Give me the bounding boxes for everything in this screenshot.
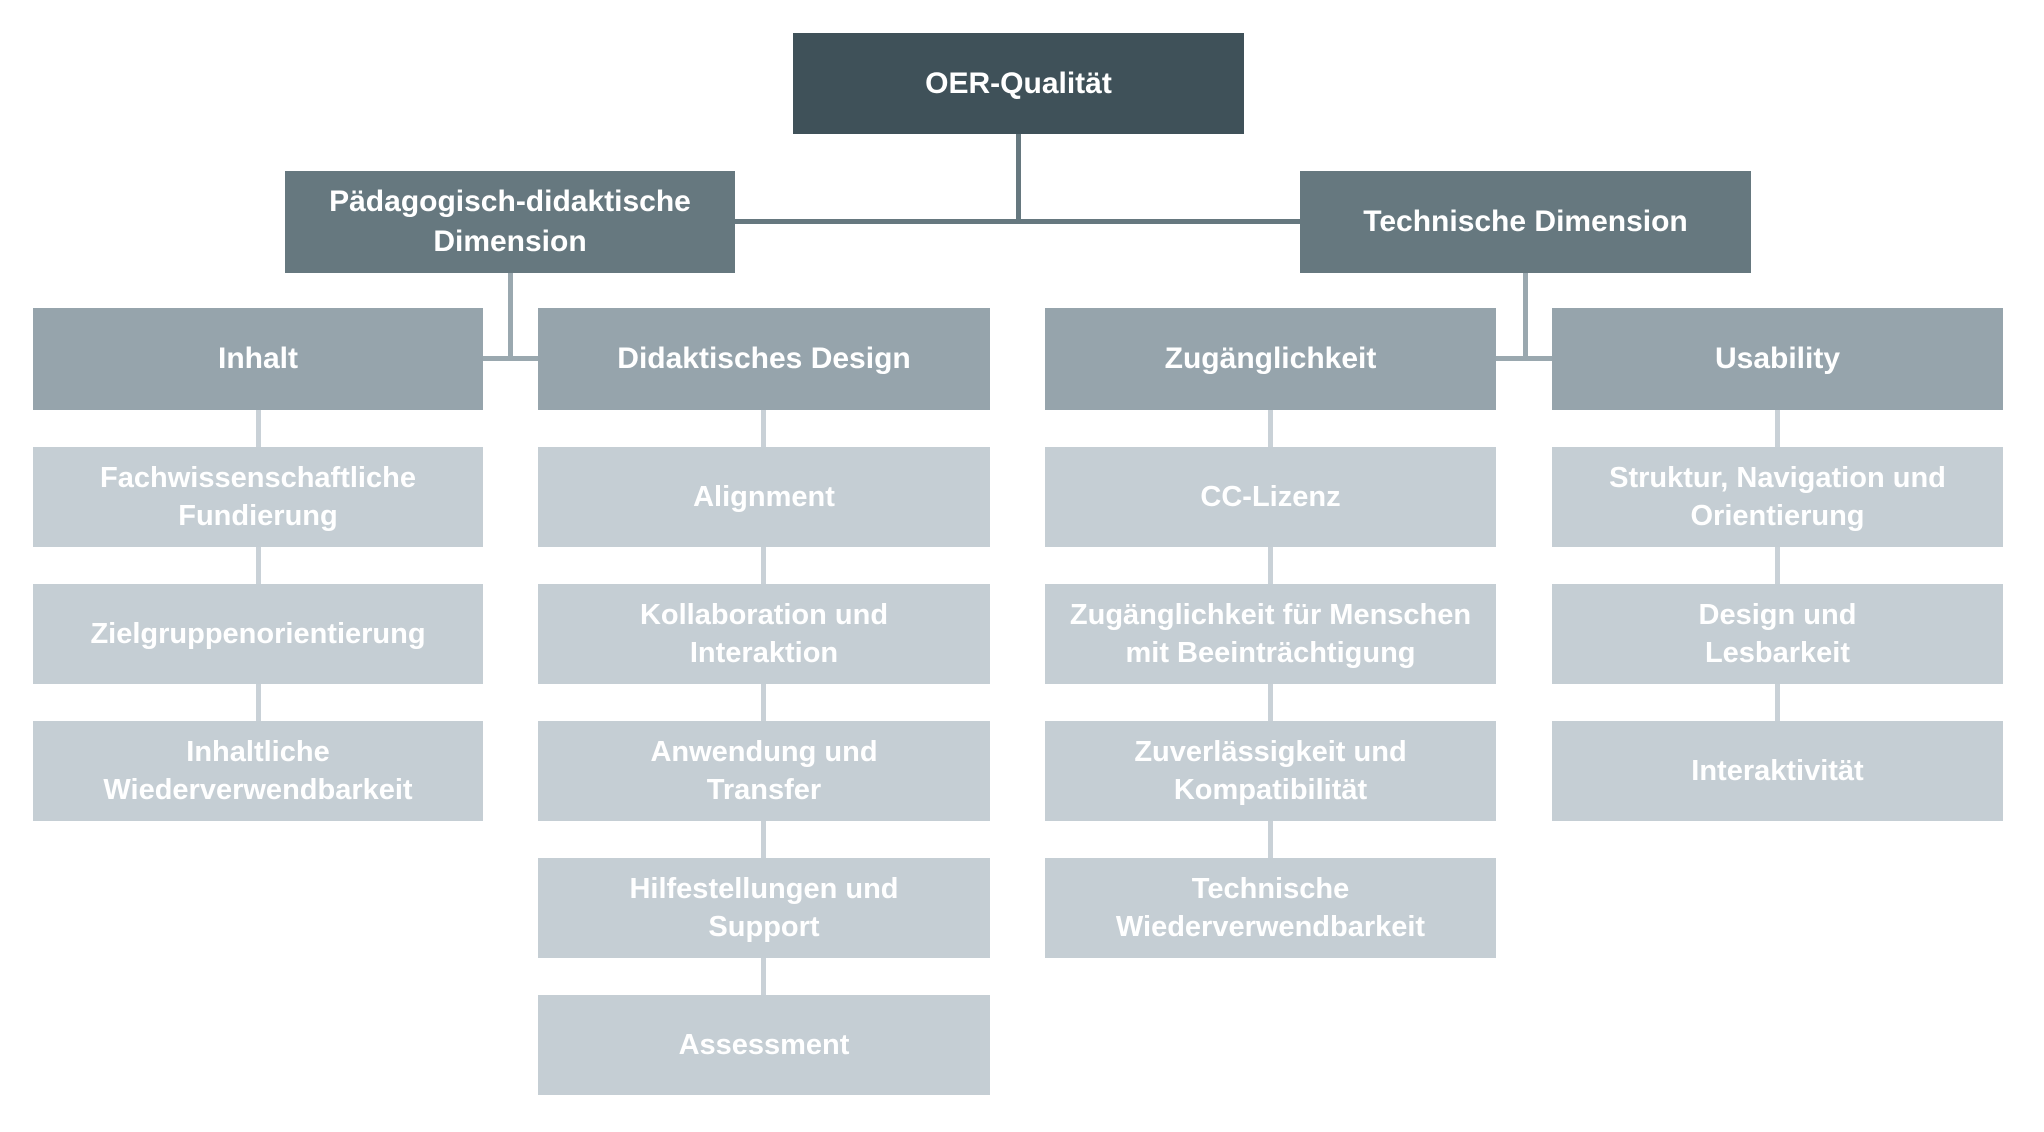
connector-col1-seg3 — [256, 684, 261, 721]
node-item-zielgruppenorientierung: Zielgruppenorientierung — [33, 584, 483, 684]
node-root-oer-qualitaet: OER-Qualität — [793, 33, 1244, 134]
connector-paedagogisch-horizontal — [483, 356, 538, 361]
node-header-didaktisches-design: Didaktisches Design — [538, 308, 990, 410]
node-item-assessment: Assessment — [538, 995, 990, 1095]
connector-col3-seg3 — [1268, 684, 1273, 721]
connector-col3-seg1 — [1268, 410, 1273, 447]
connector-root-vertical — [1016, 134, 1021, 221]
connector-technisch-vertical — [1523, 273, 1528, 361]
connector-technisch-horizontal — [1496, 356, 1552, 361]
connector-col3-seg4 — [1268, 821, 1273, 858]
node-item-zugaenglichkeit-fuer-menschen: Zugänglichkeit für Menschen mit Beeinträ… — [1045, 584, 1496, 684]
connector-col2-seg1 — [761, 410, 766, 447]
node-header-inhalt: Inhalt — [33, 308, 483, 410]
node-item-hilfestellungen-und-support: Hilfestellungen und Support — [538, 858, 990, 958]
connector-col1-seg1 — [256, 410, 261, 447]
node-item-cc-lizenz: CC-Lizenz — [1045, 447, 1496, 547]
connector-col4-seg1 — [1775, 410, 1780, 447]
node-item-technische-wiederverwendbarkeit: Technische Wiederverwendbarkeit — [1045, 858, 1496, 958]
connector-paedagogisch-vertical — [508, 273, 513, 361]
node-branch-paedagogisch-didaktische-dimension: Pädagogisch-didaktische Dimension — [285, 171, 735, 273]
node-header-usability: Usability — [1552, 308, 2003, 410]
node-item-zuverlaessigkeit-und-kompatibilitaet: Zuverlässigkeit und Kompatibilität — [1045, 721, 1496, 821]
node-item-alignment: Alignment — [538, 447, 990, 547]
connector-root-horizontal — [735, 219, 1300, 224]
node-item-anwendung-und-transfer: Anwendung und Transfer — [538, 721, 990, 821]
connector-col2-seg5 — [761, 958, 766, 995]
connector-col2-seg3 — [761, 684, 766, 721]
node-branch-technische-dimension: Technische Dimension — [1300, 171, 1751, 273]
node-header-zugaenglichkeit: Zugänglichkeit — [1045, 308, 1496, 410]
connector-col4-seg3 — [1775, 684, 1780, 721]
connector-col2-seg4 — [761, 821, 766, 858]
node-item-struktur-navigation-orientierung: Struktur, Navigation und Orientierung — [1552, 447, 2003, 547]
node-item-design-und-lesbarkeit: Design und Lesbarkeit — [1552, 584, 2003, 684]
node-item-interaktivitaet: Interaktivität — [1552, 721, 2003, 821]
node-item-inhaltliche-wiederverwendbarkeit: Inhaltliche Wiederverwendbarkeit — [33, 721, 483, 821]
connector-col1-seg2 — [256, 547, 261, 584]
node-item-kollaboration-und-interaktion: Kollaboration und Interaktion — [538, 584, 990, 684]
connector-col4-seg2 — [1775, 547, 1780, 584]
node-item-fachwissenschaftliche-fundierung: Fachwissenschaftliche Fundierung — [33, 447, 483, 547]
connector-col3-seg2 — [1268, 547, 1273, 584]
connector-col2-seg2 — [761, 547, 766, 584]
